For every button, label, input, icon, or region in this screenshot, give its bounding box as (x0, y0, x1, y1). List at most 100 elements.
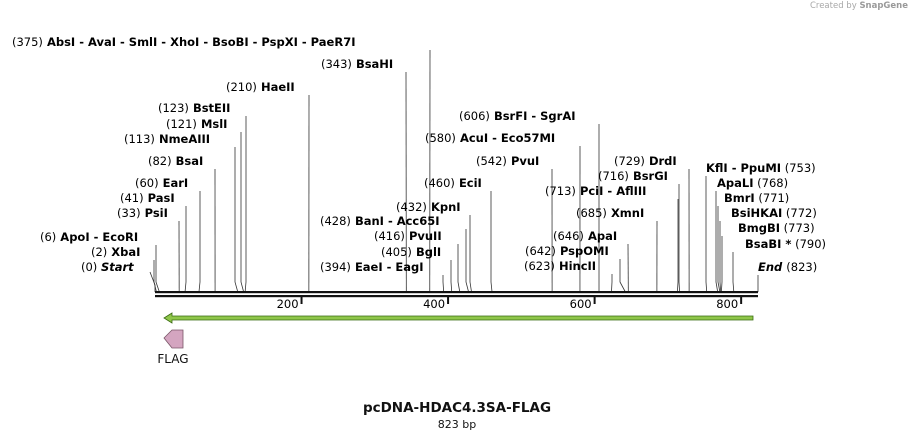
site-pvuii-leader (457, 244, 461, 293)
site-hincii[interactable]: (623) HincII (524, 259, 596, 273)
site-kpni-leader (469, 215, 472, 293)
site-label-part: (375) (12, 35, 43, 49)
site-absi-avai-smli-xhoi-bsobi-pspxi-paer7i[interactable]: (375) AbsI - AvaI - SmlI - XhoI - BsoBI … (12, 35, 356, 49)
site-label-part: KflI (706, 161, 728, 175)
site-pcii-afliii[interactable]: (713) PciI - AflIII (545, 184, 646, 198)
site-xmni[interactable]: (685) XmnI (576, 206, 644, 220)
site-label-part: BmgBI (738, 221, 780, 235)
site-ecii[interactable]: (460) EciI (424, 176, 482, 190)
site-eaei-eagi[interactable]: (394) EaeI - EagI (320, 260, 424, 274)
site-kpni[interactable]: (432) KpnI (396, 200, 461, 214)
site-bsai[interactable]: (82) BsaI (148, 154, 203, 168)
site-bmgbi[interactable]: BmgBI (773) (738, 221, 815, 235)
site-label-part: BsrGI (629, 169, 668, 183)
site-label-part: - AvaI (75, 35, 116, 49)
site-bsabi[interactable]: BsaBI * (790) (745, 237, 826, 251)
site-label-part: PspOMI (556, 244, 609, 258)
site-label-part: (123) (158, 101, 189, 115)
site-bsrfi-sgrai[interactable]: (606) BsrFI - SgrAI (459, 109, 576, 123)
site-kfli-ppumi[interactable]: KflI - PpuMI (753) (706, 161, 816, 175)
site-label-part: (623) (524, 259, 555, 273)
site-label-part: (210) (226, 80, 257, 94)
site-label-part: - EagI (383, 260, 424, 274)
site-bsahi[interactable]: (343) BsaHI (321, 57, 393, 71)
site-label-part: BsrFI (490, 109, 527, 123)
site-label-part: BglI (412, 245, 441, 259)
site-pasi-leader (184, 206, 187, 293)
end-name: End (758, 260, 786, 274)
site-label-part: (6) (40, 230, 56, 244)
site-bsteii[interactable]: (123) BstEII (158, 101, 230, 115)
site-label-part: - PpuMI (728, 161, 781, 175)
flag-feature-shape[interactable] (163, 329, 184, 349)
site-label-part: (2) (91, 245, 107, 259)
snapgene-credit: Created by SnapGene (810, 1, 908, 11)
site-label-part: (753) (781, 161, 816, 175)
site-bsrgi[interactable]: (716) BsrGI (598, 169, 668, 183)
site-msli[interactable]: (121) MslI (166, 117, 227, 131)
site-label-part: HincII (555, 259, 596, 273)
site-label-part: NmeAIII (155, 132, 210, 146)
start-label: (0) Start (81, 260, 134, 274)
site-label-part: - SgrAI (527, 109, 575, 123)
site-bgli-leader (450, 260, 453, 293)
site-haeii[interactable]: (210) HaeII (226, 80, 295, 94)
site-xbai[interactable]: (2) XbaI (91, 245, 140, 259)
orf-arrow[interactable] (163, 312, 754, 324)
credit-prefix: Created by (809, 1, 857, 11)
map-length: 823 bp (437, 418, 477, 431)
site-bsteii-leader (244, 116, 247, 293)
site-label-part: BanI (351, 214, 384, 228)
site-label-part: (432) (396, 200, 427, 214)
site-label-part: - XhoI (157, 35, 199, 49)
site-apali[interactable]: ApaLI (768) (717, 176, 788, 190)
site-bani-acc65i[interactable]: (428) BanI - Acc65I (320, 214, 440, 228)
site-label-part: HaeII (257, 80, 295, 94)
site-bsihkai[interactable]: BsiHKAI (772) (731, 206, 817, 220)
site-label-part: DrdI (645, 154, 677, 168)
site-label-part: BsaHI (352, 57, 393, 71)
flag-feature[interactable]: FLAG (157, 329, 189, 366)
site-bmri[interactable]: BmrI (771) (724, 191, 789, 205)
site-drdi[interactable]: (729) DrdI (614, 154, 677, 168)
site-label-part: XbaI (107, 245, 140, 259)
site-label-part: (790) (791, 237, 826, 251)
site-label-part: (60) (135, 176, 159, 190)
site-label-part: (685) (576, 206, 607, 220)
site-label-part: BsaI (172, 154, 204, 168)
tick-label-400: 400 (423, 297, 445, 311)
site-label-part: KpnI (427, 200, 461, 214)
site-pcii-afliii-leader (677, 199, 679, 293)
site-eari-leader (198, 191, 201, 293)
site-label-part: (405) (381, 245, 412, 259)
site-eari[interactable]: (60) EarI (135, 176, 188, 190)
site-label-part: PciI (576, 184, 603, 198)
site-bsrgi-leader (678, 184, 681, 293)
site-nmeaiii-leader (234, 147, 239, 293)
site-pvui[interactable]: (542) PvuI (476, 154, 539, 168)
end-pos: (823) (786, 260, 817, 274)
site-pspomi-leader (619, 259, 626, 293)
site-bsabi-leader (732, 252, 735, 293)
site-psii[interactable]: (33) PsiI (117, 206, 168, 220)
site-label-part: (121) (166, 117, 197, 131)
site-label-part: (606) (459, 109, 490, 123)
site-label-part: (394) (320, 260, 351, 274)
site-nmeaiii[interactable]: (113) NmeAIII (124, 132, 210, 146)
site-label-part: (343) (321, 57, 352, 71)
site-acui-eco57mi[interactable]: (580) AcuI - Eco57MI (425, 131, 555, 145)
site-apai[interactable]: (646) ApaI (553, 229, 617, 243)
site-bmgbi-leader (720, 236, 723, 293)
site-label-part: (580) (425, 131, 456, 145)
site-bgli[interactable]: (405) BglI (381, 245, 441, 259)
site-bsihkai-leader (719, 221, 722, 293)
site-apoi-ecori[interactable]: (6) ApoI - EcoRI (40, 230, 138, 244)
orf-arrow-shape[interactable] (163, 312, 754, 324)
site-pvuii[interactable]: (416) PvuII (374, 229, 442, 243)
site-label-part: (113) (124, 132, 155, 146)
backbone-bottom-strand (155, 295, 758, 298)
site-pasi[interactable]: (41) PasI (120, 191, 175, 205)
site-pspomi[interactable]: (642) PspOMI (525, 244, 609, 258)
site-hincii-leader (611, 274, 613, 293)
site-label-part: PvuII (405, 229, 442, 243)
